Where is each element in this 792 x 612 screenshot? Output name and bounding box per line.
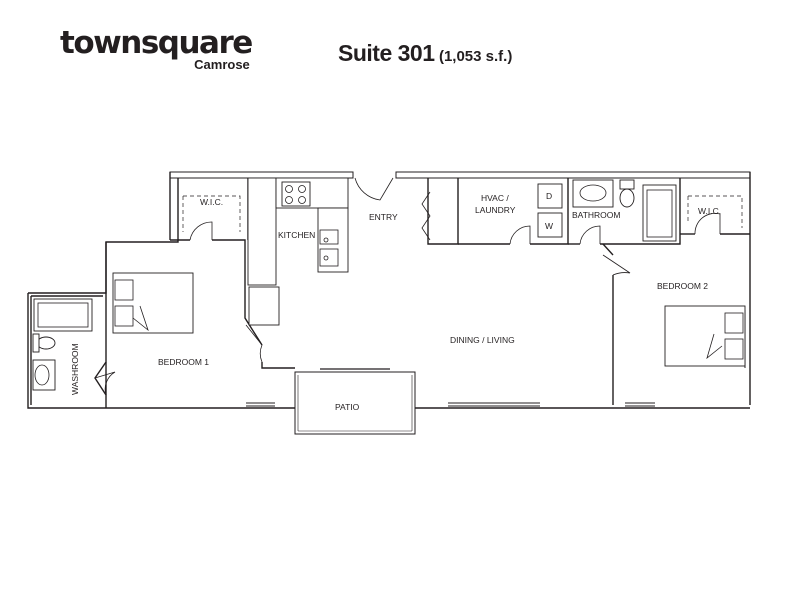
label-washer: W: [545, 221, 553, 231]
label-bedroom-2: BEDROOM 2: [657, 281, 708, 291]
label-hvac-line2: LAUNDRY: [475, 205, 516, 215]
brand-city: Camrose: [194, 57, 250, 72]
door-swings: [94, 177, 721, 396]
label-dining-living: DINING / LIVING: [450, 335, 515, 345]
bed-2: [664, 305, 746, 367]
label-wic-2: W.I.C.: [698, 206, 721, 216]
label-bathroom: BATHROOM: [572, 210, 620, 220]
brand-name: townsquare: [60, 25, 253, 61]
laundry-fixtures: [537, 183, 563, 238]
label-patio: PATIO: [335, 402, 360, 412]
kitchen-fixtures: [247, 177, 349, 326]
label-dryer: D: [546, 191, 552, 201]
suite-heading: Suite 301 (1,053 s.f.): [338, 40, 512, 67]
suite-title: Suite 301: [338, 40, 435, 66]
room-labels: W.I.C. KITCHEN ENTRY HVAC / LAUNDRY D W …: [70, 191, 721, 412]
suite-area: (1,053 s.f.): [438, 48, 513, 65]
bed-1: [112, 272, 194, 334]
label-washroom: WASHROOM: [70, 343, 80, 395]
label-entry: ENTRY: [369, 212, 398, 222]
exterior-walls: [27, 171, 751, 409]
bathroom-fixtures: [32, 179, 677, 391]
patio: [294, 368, 416, 435]
brand-logo: townsquare Camrose: [60, 25, 253, 72]
label-hvac-line1: HVAC /: [481, 193, 509, 203]
label-wic-1: W.I.C.: [200, 197, 223, 207]
closet-rods: [182, 195, 743, 232]
label-bedroom-1: BEDROOM 1: [158, 357, 209, 367]
label-kitchen: KITCHEN: [278, 230, 315, 240]
